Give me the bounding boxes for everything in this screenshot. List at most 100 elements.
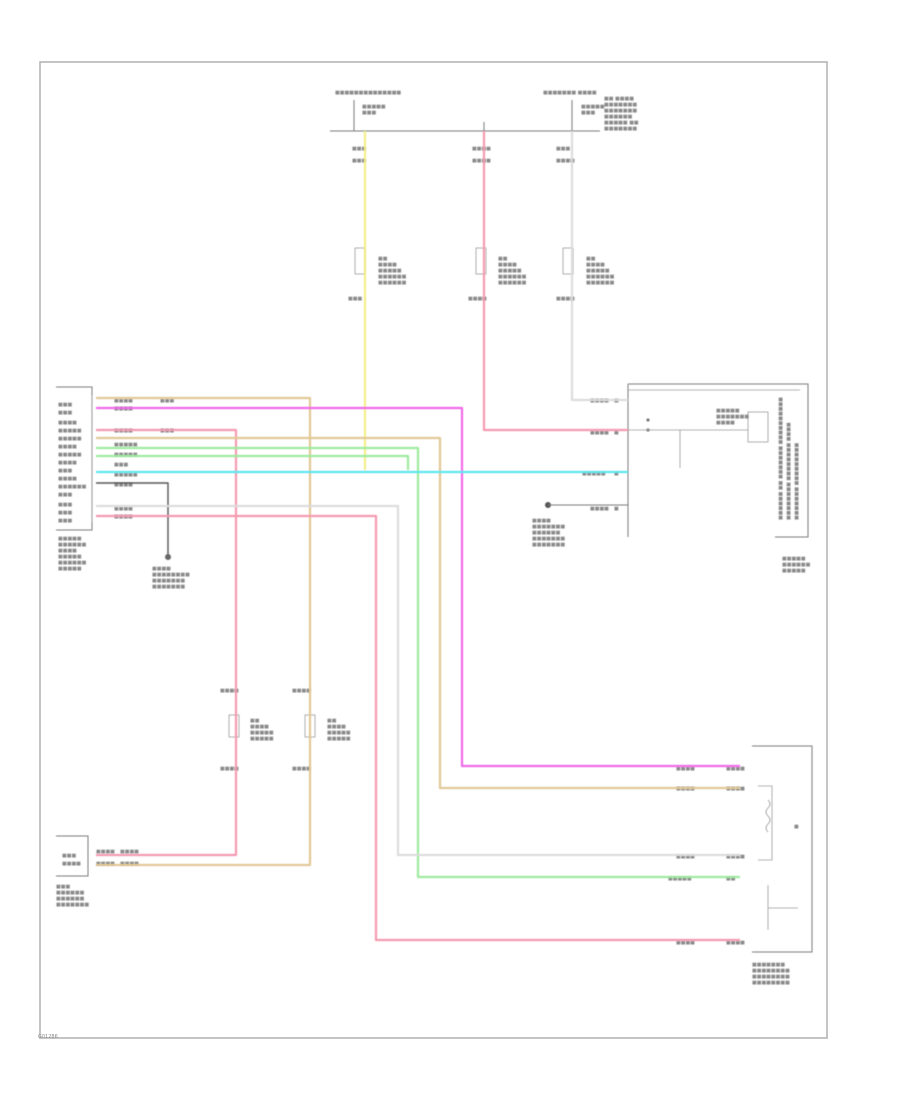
svg-text:■■■■: ■■■■ — [472, 158, 491, 164]
svg-text:■■■■: ■■■■ — [676, 940, 695, 946]
svg-text:■■■■: ■■■■ — [220, 688, 239, 694]
mid-ground: ■■■■ ■■■■■■■ ■■■■■■ ■■■■■■■ ■■■■■■■ — [532, 502, 628, 548]
svg-text:■■■■■■: ■■■■■■ — [378, 274, 407, 280]
svg-text:■■■■■: ■■■■■ — [58, 436, 82, 442]
svg-text:■■■■■■■: ■■■■■■■ — [152, 578, 185, 584]
svg-text:■■■■: ■■■■ — [58, 460, 77, 466]
top-connectors: ■■ ■■■■ ■■■■■ ■■■■■■ ■■■■■■ ■■ ■■■■ ■■■■… — [348, 247, 615, 302]
left-ground: ■■■■ ■■■■■■■■ ■■■■■■■ ■■■■■■■ — [96, 482, 190, 590]
svg-text:■■■■■: ■■■■■ — [250, 730, 274, 736]
svg-text:■■■■■: ■■■■■ — [498, 268, 522, 274]
svg-text:■■■■: ■■■■ — [62, 861, 81, 867]
svg-text:■■■: ■■■ — [58, 510, 72, 516]
svg-text:■■■■■: ■■■■■ — [586, 268, 610, 274]
svg-text:■■■■■■■■: ■■■■■■■■ — [152, 572, 190, 578]
svg-text:■■■■: ■■■■ — [472, 146, 491, 152]
svg-text:■■■■■■: ■■■■■■ — [782, 562, 811, 568]
svg-text:■■■■■: ■■■■■ — [327, 736, 351, 742]
svg-text:■■■■: ■■■■ — [726, 854, 745, 860]
svg-text:■■■■: ■■■■ — [152, 566, 171, 572]
lower-right-module: ■ ■■■■ ■■■■ ■■■■ ■■■■■ ■■■■ ■■■■ ■■■■ ■■… — [668, 745, 813, 986]
svg-text:■■■■: ■■■■ — [716, 420, 735, 426]
svg-text:■■■: ■■■ — [352, 158, 366, 164]
svg-text:■■■■: ■■■■ — [58, 476, 77, 482]
wire-pink-left — [96, 428, 238, 857]
svg-text:■■■■: ■■■■ — [120, 849, 139, 855]
wire-pink-lower — [96, 514, 740, 942]
wire-white-lower — [96, 504, 740, 857]
svg-text:■■■: ■■■ — [352, 146, 366, 152]
svg-text:■■■■■■: ■■■■■■ — [56, 896, 85, 902]
svg-text:■■■■: ■■■■ — [58, 420, 77, 426]
svg-text:■■■■■■: ■■■■■■ — [586, 274, 615, 280]
svg-text:■■■■■■ ■■ ■■■■■■■ ■■■■■■■■■■: ■■■■■■ ■■ ■■■■■■■ ■■■■■■■■■■ — [778, 397, 784, 520]
svg-text:■■■■: ■■■■ — [590, 430, 609, 436]
svg-text:■■■■■■■■: ■■■■■■■■ — [752, 980, 790, 986]
svg-text:■■■■■: ■■■■■ — [58, 536, 82, 542]
svg-text:■■■■■■■: ■■■■■■■ — [716, 414, 749, 420]
svg-text:■■■■■: ■■■■■ — [58, 428, 82, 434]
svg-text:■■■■■■: ■■■■■■ — [378, 280, 407, 286]
svg-text:■■■■■■■: ■■■■■■■ — [604, 108, 637, 114]
right-module-vertical-label: ■■■■■■ ■■ ■■■■■■■ ■■■■■■■■■■ ■■■■■■■■ ■■… — [778, 397, 800, 520]
svg-text:■■: ■■ — [586, 256, 596, 262]
svg-text:■■■■■■■ ■■■■■■■■■: ■■■■■■■ ■■■■■■■■■ — [794, 443, 800, 520]
svg-text:■■■■: ■■■■ — [586, 262, 605, 268]
svg-text:■■■■: ■■■■ — [250, 724, 269, 730]
svg-text:■■■■■ ■■: ■■■■■ ■■ — [604, 120, 639, 126]
svg-text:■■■■■: ■■■■■ — [716, 408, 740, 414]
svg-text:■■■■■■: ■■■■■■ — [604, 114, 633, 120]
svg-text:■■■■■■■ ■■■■: ■■■■■■■ ■■■■ — [543, 90, 597, 96]
svg-text:■■■■■: ■■■■■ — [58, 452, 82, 458]
svg-text:■■■■: ■■■■ — [327, 724, 346, 730]
wire-tan-1 — [96, 396, 312, 867]
svg-text:■■■: ■■■ — [362, 110, 376, 116]
svg-text:■■■■■■: ■■■■■■ — [532, 530, 561, 536]
svg-text:■■■: ■■■ — [62, 853, 76, 859]
svg-text:■■■■■■■: ■■■■■■■ — [56, 902, 89, 908]
svg-text:■■■■■■■: ■■■■■■■ — [532, 542, 565, 548]
svg-text:■■■■■■: ■■■■■■ — [58, 484, 87, 490]
svg-text:■■■■■: ■■■■■ — [668, 876, 692, 882]
svg-text:■■■■■■: ■■■■■■ — [56, 890, 85, 896]
svg-text:■■■■■■■: ■■■■■■■ — [752, 962, 785, 968]
svg-text:■■■■■■■: ■■■■■■■ — [604, 102, 637, 108]
svg-text:■■■■: ■■■■ — [96, 849, 115, 855]
svg-text:■■■■: ■■■■ — [58, 444, 77, 450]
svg-text:■■■■■: ■■■■■ — [114, 472, 138, 478]
svg-text:■■■■: ■■■■ — [220, 766, 239, 772]
svg-text:■■■: ■■■ — [58, 518, 72, 524]
svg-text:■■■■: ■■■■ — [114, 398, 133, 404]
wire-pink-top — [482, 131, 628, 432]
svg-text:■■■: ■■■ — [348, 296, 362, 302]
diagram-border — [39, 61, 828, 1039]
svg-text:■■■■■■■: ■■■■■■■ — [604, 126, 637, 132]
svg-text:■■■■■■■■: ■■■■■■■■ — [752, 974, 790, 980]
svg-text:■■■■■■■■■■■■■■: ■■■■■■■■■■■■■■ — [335, 90, 401, 96]
svg-text:■■: ■■ — [378, 256, 388, 262]
svg-text:■■■■■: ■■■■■ — [362, 104, 386, 110]
svg-text:■■■■: ■■■■ — [378, 262, 397, 268]
svg-text:■■■■■■: ■■■■■■ — [498, 280, 527, 286]
svg-text:■: ■ — [794, 824, 799, 830]
svg-text:■■■■■: ■■■■■ — [582, 471, 606, 477]
svg-text:■: ■ — [614, 506, 619, 512]
svg-text:■■■■: ■■■■ — [532, 518, 551, 524]
svg-text:■■■■■■: ■■■■■■ — [58, 542, 87, 548]
svg-text:■■■■: ■■■■ — [726, 940, 745, 946]
svg-text:■■■: ■■■ — [58, 402, 72, 408]
svg-text:■■■: ■■■ — [58, 502, 72, 508]
svg-text:■■■: ■■■ — [58, 468, 72, 474]
svg-text:■■■■: ■■■■ — [292, 688, 311, 694]
svg-text:■: ■ — [614, 471, 619, 477]
wire-green — [96, 446, 740, 879]
svg-text:■■■■■: ■■■■■ — [250, 736, 274, 742]
top-bus: ■■■■■■■■■■■■■■ ■■■■■■■ ■■■■ ■■■■■ ■■■ ■■… — [330, 90, 639, 164]
svg-text:■■■■■: ■■■■■ — [378, 268, 402, 274]
left-wire-tags: ■■■■ ■■■ ■■■■ ■■■ ■■■■ ■■■■■ ■■■■■ ■■■ ■… — [114, 398, 174, 520]
svg-text:■■■■■■: ■■■■■■ — [58, 560, 87, 566]
svg-text:■■■: ■■■ — [556, 146, 570, 152]
right-upper-module: ■■■■■ ■■■■■■■ ■■■■ ■■■■ ■■■■ ■■■■■ ■■■■ … — [582, 383, 811, 574]
svg-text:■■: ■■ — [250, 718, 260, 724]
